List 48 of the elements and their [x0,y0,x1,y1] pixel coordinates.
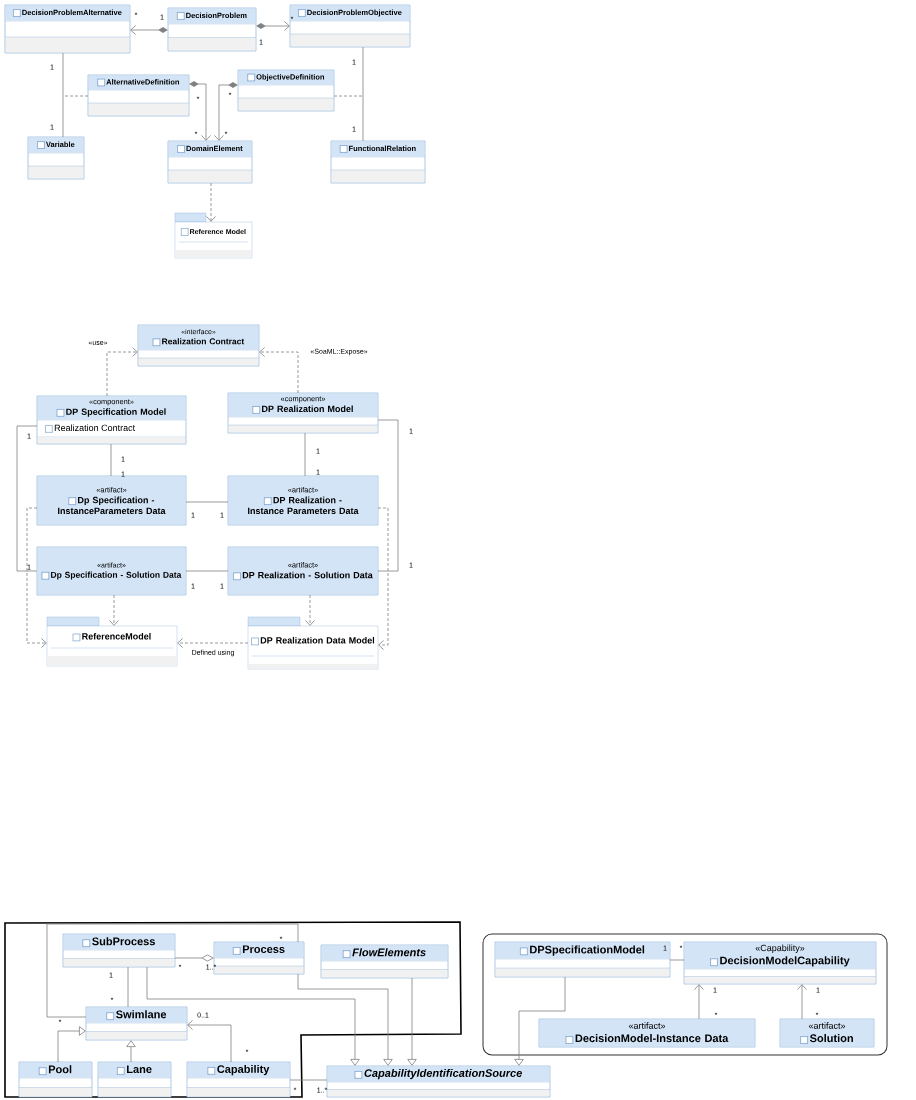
association-line [185,570,229,572]
composition-arrow [214,82,238,141]
dependency-arrow [109,594,119,626]
class-box: SubProcess [62,933,176,968]
association-line [16,425,38,572]
generalization-arrow [297,973,393,1066]
dashed-link [62,95,89,97]
class-box: Pool [18,1061,93,1098]
dependency-arrow [377,507,389,650]
association-line [110,443,112,477]
composition-arrow [130,25,168,35]
dependency-arrow [259,347,299,394]
composition-arrow [256,21,290,31]
generalization-arrow [146,966,360,1066]
generalization-arrow [514,976,566,1066]
association-line [304,432,306,477]
association-line [289,1079,328,1081]
dependency-arrow [26,507,47,648]
generalization-arrow [57,1026,86,1063]
association-line [377,419,399,572]
generalization-arrow [126,1040,136,1063]
package-box: DP Realization Data Model [247,616,379,670]
dependency-arrow [177,638,249,648]
association-line [46,923,299,1018]
class-box: Lane [97,1061,172,1098]
package-box: ReferenceModel [46,616,178,667]
artifact-box: «artifact» DecisionModel-Instance Data [538,1018,756,1048]
class-box: Capability [186,1061,291,1098]
composition-arrow [189,81,211,141]
association-line [669,959,685,961]
class-box: CapabilityIdentificationSource [326,1065,551,1098]
artifact-box: «artifact» Solution [779,1018,875,1048]
association-arrow [694,984,704,1020]
class-box: FlowElements [320,944,449,979]
capability-box: «Capability» DecisionModelCapability [683,941,877,985]
association-line [62,52,64,138]
association-line [127,966,129,1008]
association-arrow [187,1020,232,1063]
generalization-arrow [407,977,417,1066]
class-box: Swimlane [85,1006,188,1041]
dependency-arrow [305,594,315,626]
aggregation-line [174,954,214,962]
dependency-arrow [106,347,138,397]
association-arrow [797,984,807,1020]
association-line [185,501,229,503]
dependency-arrow [206,182,216,222]
association-line [362,46,364,142]
dashed-link [333,95,364,97]
